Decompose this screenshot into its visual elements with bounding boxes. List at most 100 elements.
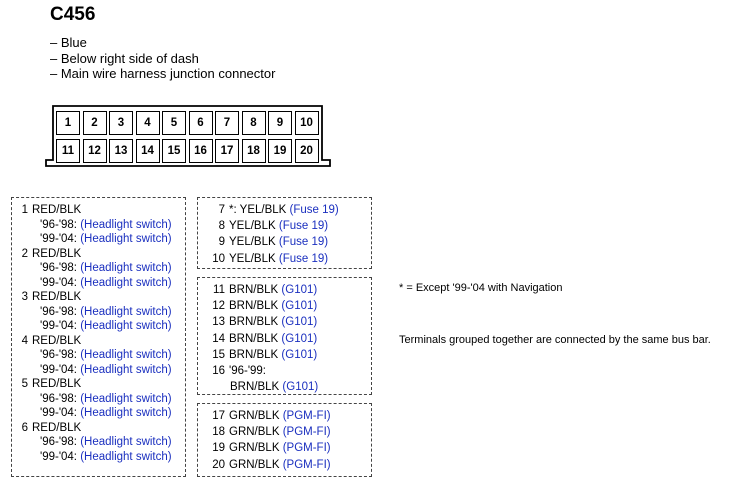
terminal-row: 8 YEL/BLK (Fuse 19) <box>203 219 339 235</box>
destination-link: (PGM-FI) <box>282 410 331 422</box>
terminal-number: 19 <box>212 442 225 455</box>
terminal-number: 16 <box>212 364 225 377</box>
wire-color: RED/BLK <box>32 291 82 303</box>
terminal-subline: '99-'04: (Headlight switch) <box>16 276 172 291</box>
destination-link: (G101) <box>281 348 318 361</box>
year-range: '96-'98: <box>40 305 81 318</box>
wire-color: YEL/BLK <box>229 236 279 249</box>
terminal-number: 17 <box>212 410 225 422</box>
terminal-subline: '96-'98: (Headlight switch) <box>16 305 172 320</box>
year-range: '96-'98: <box>40 262 81 274</box>
terminal-number: 11 <box>213 284 225 296</box>
pin-6: 6 <box>188 111 213 135</box>
destination-link: (Fuse 19) <box>278 236 329 249</box>
destination-link: (Fuse 19) <box>278 252 329 265</box>
wire-color: RED/BLK <box>32 204 82 216</box>
terminal-number: 5 <box>21 378 28 390</box>
pin-17: 17 <box>215 139 239 163</box>
year-range: '99-'04: <box>40 276 81 289</box>
destination-link: (G101) <box>281 316 318 329</box>
year-range: '99-'04: <box>40 407 81 419</box>
terminal-subline: '99-'04: (Headlight switch) <box>16 406 172 421</box>
destination-link: (Headlight switch) <box>80 262 172 274</box>
detail-description: – Main wire harness junction connector <box>50 66 276 81</box>
terminal-number: 13 <box>212 316 225 329</box>
terminal-number: 6 <box>21 421 28 434</box>
terminal-number: 14 <box>212 332 225 345</box>
terminal-number: 12 <box>212 300 225 313</box>
connector-details: – Blue – Below right side of dash – Main… <box>50 35 275 82</box>
destination-link: (Headlight switch) <box>80 392 172 405</box>
terminal-number: 7 <box>218 204 225 216</box>
pin-20: 20 <box>294 139 319 163</box>
terminal-subline: BRN/BLK (G101) <box>203 380 318 396</box>
destination-link: (Headlight switch) <box>80 450 172 463</box>
wire-color: RED/BLK <box>32 421 82 434</box>
wire-color: RED/BLK <box>32 378 82 390</box>
wire-color: GRN/BLK <box>229 426 283 439</box>
terminal-subline: '99-'04: (Headlight switch) <box>16 363 172 378</box>
terminal-row: 19 GRN/BLK (PGM-FI) <box>203 441 331 457</box>
destination-link: (Headlight switch) <box>80 436 172 448</box>
terminal-subline: '96-'98: (Headlight switch) <box>16 218 172 233</box>
connector-id: C456 <box>50 4 96 25</box>
destination-link: (Fuse 19) <box>278 220 329 233</box>
destination-link: (Headlight switch) <box>80 233 172 245</box>
terminal-number: 3 <box>21 291 28 303</box>
wire-color: YEL/BLK <box>229 252 279 265</box>
wire-color: *: YEL/BLK <box>229 204 290 216</box>
pin-13: 13 <box>109 139 133 163</box>
wire-color: '96-'99: <box>229 364 266 377</box>
destination-link: (G101) <box>281 300 318 313</box>
terminal-number: 8 <box>218 220 225 233</box>
year-range: '96-'98: <box>40 392 81 405</box>
destination-link: (G101) <box>282 381 319 394</box>
destination-link: (Headlight switch) <box>80 218 172 231</box>
pin-5: 5 <box>162 111 186 135</box>
terminal-number: 18 <box>212 426 225 439</box>
pin-3: 3 <box>109 111 133 135</box>
wire-color: RED/BLK <box>32 247 82 260</box>
terminal-row: 13 BRN/BLK (G101) <box>203 315 318 331</box>
terminal-row: 7 *: YEL/BLK (Fuse 19) <box>203 203 339 219</box>
pin-1: 1 <box>56 111 80 135</box>
destination-link: (Headlight switch) <box>80 320 172 332</box>
destination-link: (Headlight switch) <box>80 276 172 289</box>
terminal-subline: '96-'98: (Headlight switch) <box>16 392 172 407</box>
year-range: '99-'04: <box>40 363 81 376</box>
pin-16: 16 <box>188 139 213 163</box>
pin-9: 9 <box>268 111 292 135</box>
terminal-row: 16 '96-'99: <box>203 364 318 380</box>
detail-color: – Blue <box>50 35 87 50</box>
terminal-row: 6 RED/BLK <box>16 421 172 436</box>
year-range: '96-'98: <box>40 436 81 448</box>
pin-19: 19 <box>268 139 292 163</box>
wire-color: YEL/BLK <box>229 220 279 233</box>
terminal-row: 3 RED/BLK <box>16 290 172 305</box>
pin-15: 15 <box>162 139 186 163</box>
destination-link: (PGM-FI) <box>282 442 331 455</box>
terminal-number: 2 <box>21 247 28 260</box>
wire-color: GRN/BLK <box>229 442 283 455</box>
pin-2: 2 <box>82 111 107 135</box>
wire-color: RED/BLK <box>32 334 82 347</box>
detail-location: – Below right side of dash <box>50 50 199 66</box>
pin-8: 8 <box>241 111 266 135</box>
wire-color: BRN/BLK <box>229 316 282 329</box>
destination-link: (G101) <box>281 284 318 296</box>
wire-color: BRN/BLK <box>229 284 282 296</box>
year-range: '96-'98: <box>40 218 81 231</box>
pin-18: 18 <box>241 139 266 163</box>
terminal-row: 5 RED/BLK <box>16 377 172 392</box>
destination-link: (Fuse 19) <box>289 204 339 216</box>
